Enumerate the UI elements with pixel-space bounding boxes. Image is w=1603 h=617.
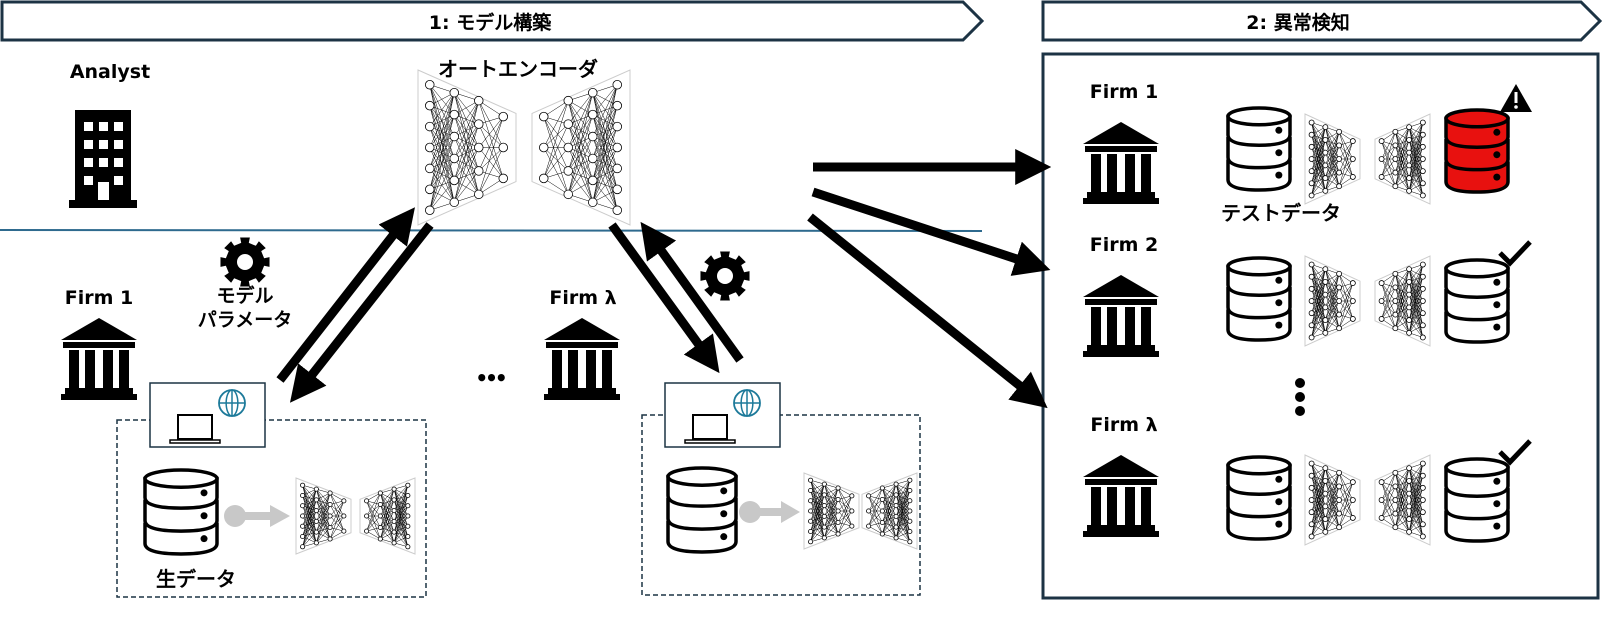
- detect-firm1-bank-icon: [1083, 122, 1159, 204]
- gear-icon: [700, 251, 750, 301]
- firm1-local-boundary: [116, 419, 427, 598]
- firm1-bank-icon: [61, 318, 137, 400]
- autoencoder-label: オートエンコーダ: [438, 57, 598, 81]
- normal-output-database-icon: [1444, 258, 1510, 344]
- vertical-ellipsis: [1295, 378, 1305, 416]
- autoencoder-encoder-icon: [417, 69, 517, 226]
- analyst-building-icon: [69, 110, 137, 208]
- autoencoder-encoder-icon: [803, 472, 860, 550]
- autoencoder-decoder-icon: [861, 472, 918, 550]
- raw-data-label: 生データ: [156, 567, 236, 591]
- detect-firm2-bank-icon: [1083, 275, 1159, 357]
- horizontal-ellipsis: •••: [475, 366, 507, 390]
- download-arrow-firmlambda: [608, 222, 720, 374]
- detect-firm1-label: Firm 1: [1089, 81, 1159, 103]
- gear-icon: [220, 237, 270, 287]
- detect-firmlambda-label: Firm λ: [1090, 414, 1158, 436]
- deploy-arrow-firm2: [811, 187, 1051, 276]
- upload-arrow-firmlambda: [640, 221, 744, 363]
- upload-arrow-firm1: [276, 207, 415, 383]
- detect-firm2-label: Firm 2: [1089, 234, 1159, 256]
- autoencoder-decoder-icon: [1374, 454, 1431, 546]
- autoencoder-encoder-icon: [1304, 454, 1361, 546]
- laptop-globe-icon: [664, 382, 781, 448]
- autoencoder-encoder-icon: [1304, 255, 1361, 347]
- trust-boundary-line: [0, 229, 983, 232]
- client-firmlambda-label: Firm λ: [549, 287, 617, 309]
- test-data-database-icon: [1226, 256, 1292, 342]
- test-data-label: テストデータ: [1221, 201, 1341, 225]
- firmlambda-bank-icon: [544, 318, 620, 400]
- test-data-database-icon: [1226, 106, 1292, 192]
- warning-icon: [1500, 84, 1532, 112]
- autoencoder-decoder-icon: [359, 477, 416, 555]
- check-icon: [1498, 439, 1532, 466]
- autoencoder-decoder-icon: [531, 69, 631, 226]
- autoencoder-encoder-icon: [295, 477, 352, 555]
- raw-data-database-icon: [143, 468, 219, 556]
- phase2-title: 2: 異常検知: [1246, 12, 1350, 34]
- model-params-line1: モデル: [216, 285, 274, 307]
- anomalous-output-database-icon: [1444, 108, 1510, 194]
- phase1-title: 1: モデル構築: [428, 12, 552, 34]
- test-data-database-icon: [1226, 455, 1292, 541]
- laptop-globe-icon: [149, 382, 266, 448]
- data-feed-arrow: [224, 505, 290, 527]
- autoencoder-encoder-icon: [1304, 113, 1361, 205]
- check-icon: [1498, 240, 1532, 267]
- normal-output-database-icon: [1444, 457, 1510, 543]
- model-params-line2: パラメータ: [197, 309, 293, 331]
- autoencoder-decoder-icon: [1374, 255, 1431, 347]
- analyst-label: Analyst: [69, 61, 151, 83]
- detect-firmlambda-bank-icon: [1083, 455, 1159, 537]
- data-feed-arrow: [739, 501, 800, 523]
- detection-panel: [1041, 52, 1600, 600]
- phase1-header-box: [0, 0, 985, 42]
- client-firm1-label: Firm 1: [64, 287, 134, 309]
- firmlambda-local-boundary: [641, 414, 921, 596]
- phase2-header-box: [1041, 0, 1603, 42]
- autoencoder-decoder-icon: [1374, 113, 1431, 205]
- download-arrow-firm1: [289, 222, 434, 403]
- model-params-label: モデル パラメータ: [198, 284, 292, 332]
- deploy-arrow-firmlambda: [807, 213, 1048, 409]
- raw-data-database-icon: [666, 466, 738, 554]
